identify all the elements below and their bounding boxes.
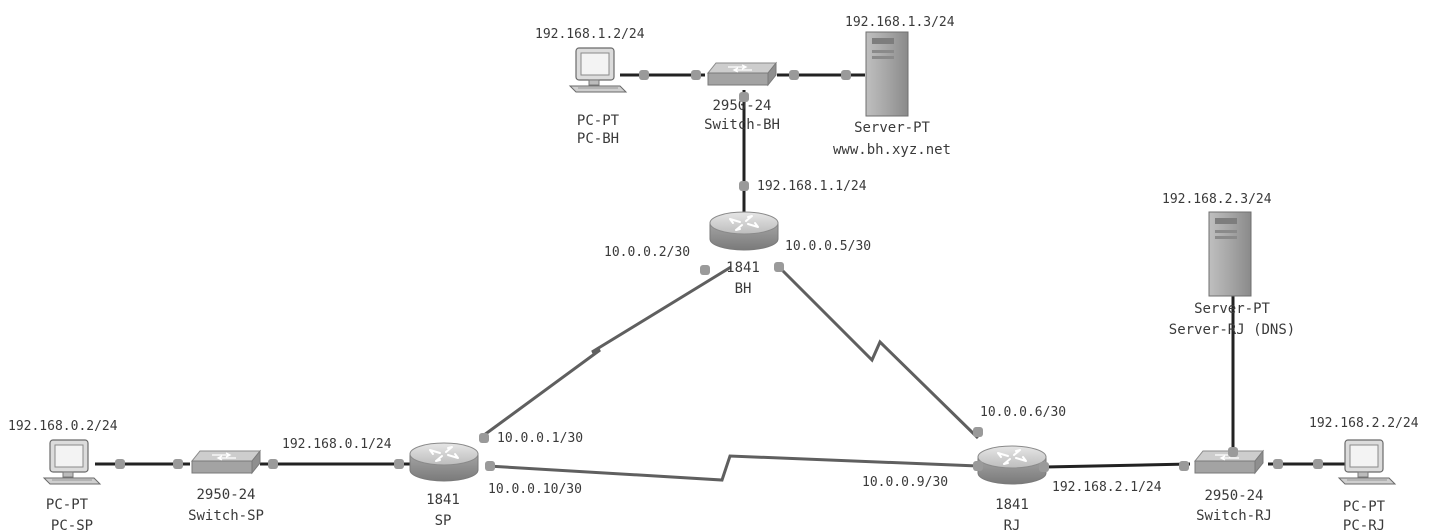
server-icon	[1208, 211, 1252, 297]
server-rj-ip: 192.168.2.3/24	[1162, 192, 1272, 207]
pc-sp-device[interactable]: 192.168.0.2/24 PC-PT PC-SP	[8, 419, 118, 531]
pc-sp-model: PC-PT	[46, 497, 89, 513]
link-serial-sp-rj	[487, 454, 979, 482]
server-bh-device[interactable]: 192.168.1.3/24 Server-PT www.bh.xyz.net	[833, 15, 955, 158]
link-port-dot	[268, 459, 278, 469]
router-sp-name: SP	[435, 513, 452, 529]
server-rj-device[interactable]: 192.168.2.3/24 Server-PT Server-RJ (DNS)	[1162, 192, 1295, 338]
router-bh-rj-if: 10.0.0.5/30	[785, 239, 871, 254]
pc-rj-device[interactable]: 192.168.2.2/24 PC-PT PC-RJ	[1309, 416, 1419, 531]
pc-rj-name: PC-RJ	[1343, 518, 1385, 531]
router-icon	[709, 211, 779, 251]
router-bh-sp-if: 10.0.0.2/30	[604, 245, 690, 260]
pc-icon	[569, 47, 627, 93]
switch-rj-model: 2950-24	[1204, 488, 1263, 504]
switch-sp-device[interactable]: 2950-24 Switch-SP	[188, 450, 264, 524]
router-rj-sp-if: 10.0.0.9/30	[862, 475, 948, 490]
link-port-dot	[1228, 447, 1238, 457]
server-bh-model: Server-PT	[854, 120, 930, 136]
pc-bh-model: PC-PT	[577, 113, 620, 129]
pc-rj-model: PC-PT	[1343, 499, 1386, 515]
link-port-dot	[394, 459, 404, 469]
link-port-dot	[1313, 459, 1323, 469]
link-port-dot	[973, 461, 983, 471]
link-port-dot	[973, 427, 983, 437]
link-port-dot	[639, 70, 649, 80]
link-serial-bh-sp	[479, 265, 732, 440]
router-rj-name: RJ	[1004, 518, 1021, 531]
server-icon	[865, 31, 909, 117]
link-port-dot	[479, 433, 489, 443]
pc-icon	[43, 439, 101, 485]
link-port-dot	[739, 181, 749, 191]
router-bh-lan-ip: 192.168.1.1/24	[757, 179, 867, 194]
links-layer	[95, 73, 1345, 482]
router-bh-model: 1841	[726, 260, 760, 276]
switch-rj-name: Switch-RJ	[1196, 508, 1272, 524]
pc-sp-name: PC-SP	[51, 518, 93, 531]
router-rj-model: 1841	[995, 497, 1029, 513]
router-sp-model: 1841	[426, 492, 460, 508]
router-sp-device[interactable]: 192.168.0.1/24 10.0.0.1/30 10.0.0.10/30 …	[282, 431, 583, 529]
pc-bh-ip: 192.168.1.2/24	[535, 27, 645, 42]
pc-rj-ip: 192.168.2.2/24	[1309, 416, 1419, 431]
router-rj-device[interactable]: 10.0.0.6/30 10.0.0.9/30 192.168.2.1/24 1…	[862, 405, 1162, 531]
server-rj-model: Server-PT	[1194, 301, 1270, 317]
link-port-dot	[774, 262, 784, 272]
switch-bh-model: 2950-24	[712, 98, 771, 114]
link-port-dot	[739, 92, 749, 102]
pc-icon	[1338, 439, 1396, 485]
link-port-dot	[1273, 459, 1283, 469]
switch-sp-name: Switch-SP	[188, 508, 264, 524]
server-bh-name: www.bh.xyz.net	[833, 142, 951, 158]
link-port-dot	[1039, 462, 1049, 472]
server-bh-ip: 192.168.1.3/24	[845, 15, 955, 30]
router-rj-bh-if: 10.0.0.6/30	[980, 405, 1066, 420]
router-sp-bh-if: 10.0.0.1/30	[497, 431, 583, 446]
pc-bh-device[interactable]: 192.168.1.2/24 PC-PT PC-BH	[535, 27, 645, 147]
server-rj-name: Server-RJ (DNS)	[1169, 322, 1295, 338]
router-icon	[977, 445, 1047, 485]
link-port-dot	[789, 70, 799, 80]
router-bh-device[interactable]: 192.168.1.1/24 10.0.0.2/30 10.0.0.5/30 1…	[604, 179, 871, 297]
link-port-dot	[173, 459, 183, 469]
pc-bh-name: PC-BH	[577, 131, 619, 147]
link-port-dot	[485, 461, 495, 471]
router-sp-rj-if: 10.0.0.10/30	[488, 482, 582, 497]
link-port-dot	[115, 459, 125, 469]
switch-icon	[707, 62, 777, 86]
router-bh-name: BH	[735, 281, 752, 297]
link-port-dot	[691, 70, 701, 80]
router-icon	[409, 442, 479, 482]
switch-icon	[191, 450, 261, 474]
pc-sp-ip: 192.168.0.2/24	[8, 419, 118, 434]
link-routerrj-switchrj	[1044, 462, 1191, 469]
link-port-dot	[841, 70, 851, 80]
router-sp-lan-ip: 192.168.0.1/24	[282, 437, 392, 452]
link-serial-bh-rj	[775, 263, 980, 440]
switch-bh-device[interactable]: 2950-24 Switch-BH	[704, 62, 780, 133]
port-indicators	[115, 70, 1323, 472]
switch-bh-name: Switch-BH	[704, 117, 780, 133]
link-port-dot	[700, 265, 710, 275]
switch-sp-model: 2950-24	[196, 487, 255, 503]
switch-rj-device[interactable]: 2950-24 Switch-RJ	[1194, 450, 1272, 524]
router-rj-lan-ip: 192.168.2.1/24	[1052, 480, 1162, 495]
link-port-dot	[1179, 461, 1189, 471]
